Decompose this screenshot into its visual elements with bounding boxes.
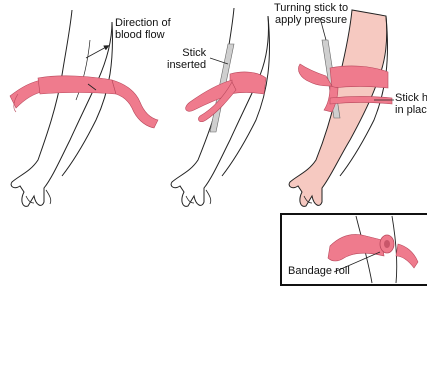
panel-2-stick-inserted (171, 8, 269, 206)
label-turning-stick: Turning stick to apply pressure (274, 2, 348, 26)
label-direction-line-1: Direction of (115, 17, 171, 29)
label-stick-held-line-2: in plac (395, 104, 427, 116)
label-stick-inserted: Stick inserted (167, 47, 206, 71)
label-stick-held: Stick h in plac (395, 92, 427, 116)
arm-1 (11, 10, 112, 206)
label-bandage-roll: Bandage roll (288, 265, 350, 277)
label-stick-inserted-line-2: inserted (167, 59, 206, 71)
label-turning-line-1: Turning stick to (274, 2, 348, 14)
label-stick-held-line-1: Stick h (395, 92, 427, 104)
bandage-3 (330, 66, 388, 88)
panel-3-turning-stick (289, 10, 394, 206)
bandage-1 (10, 80, 42, 108)
label-stick-inserted-line-1: Stick (167, 47, 206, 59)
label-direction-of-blood-flow: Direction of blood flow (115, 17, 171, 41)
label-turning-line-2: apply pressure (274, 14, 348, 26)
label-direction-line-2: blood flow (115, 29, 171, 41)
